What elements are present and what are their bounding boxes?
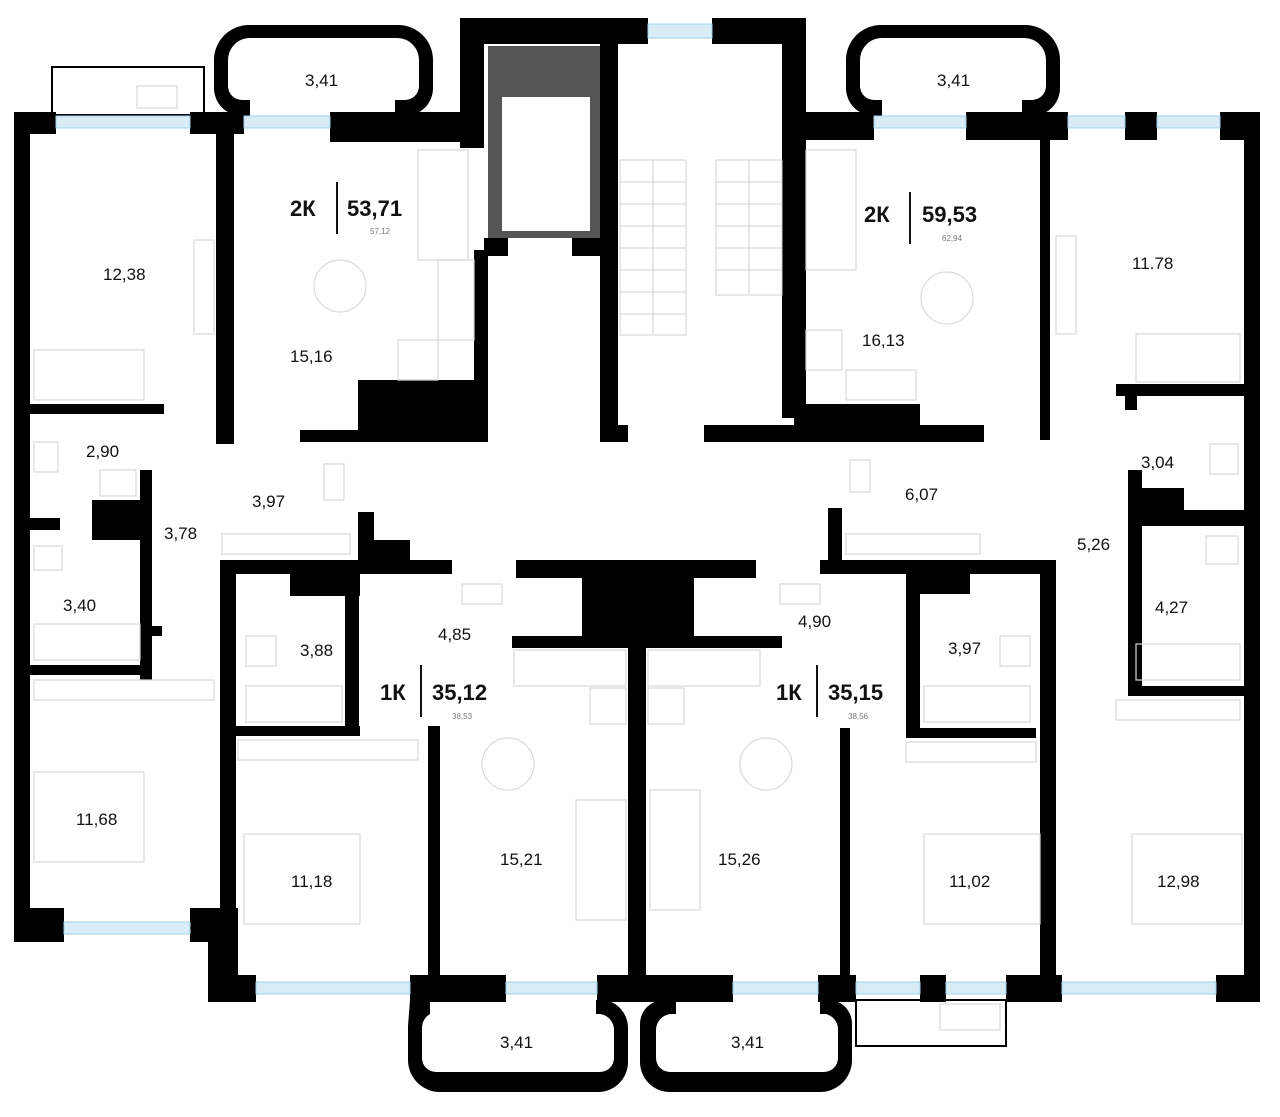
apartment-label-1k-left: 1К 35,12 38,53 <box>380 665 487 721</box>
room-area: 4,27 <box>1155 598 1188 617</box>
room-area: 5,26 <box>1077 535 1110 554</box>
apartment-area: 59,53 <box>922 202 977 227</box>
room-labels: 3,41 3,41 12,38 15,16 16,13 11.78 2,90 3… <box>63 71 1200 1052</box>
room-area: 12,38 <box>103 265 146 284</box>
room-area: 3,41 <box>937 71 970 90</box>
room-area: 3,88 <box>300 641 333 660</box>
apartment-label-2k-left: 2К 53,71 57,12 <box>290 182 402 236</box>
room-area: 3,78 <box>164 524 197 543</box>
balcony-bottom-left <box>408 1000 629 1092</box>
room-area: 3,40 <box>63 596 96 615</box>
apartment-total-area: 38,53 <box>452 712 473 721</box>
apartment-label-1k-right: 1К 35,15 38,56 <box>776 665 883 721</box>
apartment-total-area: 38,56 <box>848 712 869 721</box>
apartment-area: 35,12 <box>432 680 487 705</box>
apartment-label-2k-right: 2К 59,53 62,94 <box>864 192 977 244</box>
room-area: 2,90 <box>86 442 119 461</box>
room-area: 3,04 <box>1141 453 1174 472</box>
room-area: 3,41 <box>305 71 338 90</box>
room-area: 3,41 <box>500 1033 533 1052</box>
windows <box>55 23 1221 995</box>
room-area: 11.78 <box>1132 254 1173 273</box>
room-area: 3,97 <box>948 639 981 658</box>
apartment-type: 1К <box>776 680 802 705</box>
room-area: 11,02 <box>949 872 990 891</box>
apartment-total-area: 62,94 <box>942 234 963 243</box>
balcony-top-left <box>214 25 433 116</box>
room-area: 3,41 <box>731 1033 764 1052</box>
room-area: 15,21 <box>500 850 543 869</box>
room-area: 3,97 <box>252 492 285 511</box>
room-area: 15,16 <box>290 347 333 366</box>
outer-walls <box>14 18 1260 1002</box>
room-area: 4,85 <box>438 625 471 644</box>
apartment-type: 2К <box>290 196 316 221</box>
apartment-total-area: 57,12 <box>370 227 391 236</box>
elevator-shaft <box>484 46 608 256</box>
apartment-area: 53,71 <box>347 196 402 221</box>
room-area: 11,68 <box>76 810 117 829</box>
interior-walls <box>22 128 1244 1000</box>
staircase <box>619 159 783 336</box>
furniture <box>33 149 1243 925</box>
room-area: 4,90 <box>798 612 831 631</box>
room-area: 6,07 <box>905 485 938 504</box>
room-area: 12,98 <box>1157 872 1200 891</box>
room-area: 11,18 <box>291 872 332 891</box>
balcony-bottom-right <box>640 1000 853 1092</box>
room-area: 15,26 <box>718 850 761 869</box>
room-area: 16,13 <box>862 331 905 350</box>
balcony-top-right <box>846 25 1060 116</box>
apartment-area: 35,15 <box>828 680 883 705</box>
apartment-type: 1К <box>380 680 406 705</box>
apartment-type: 2К <box>864 202 890 227</box>
